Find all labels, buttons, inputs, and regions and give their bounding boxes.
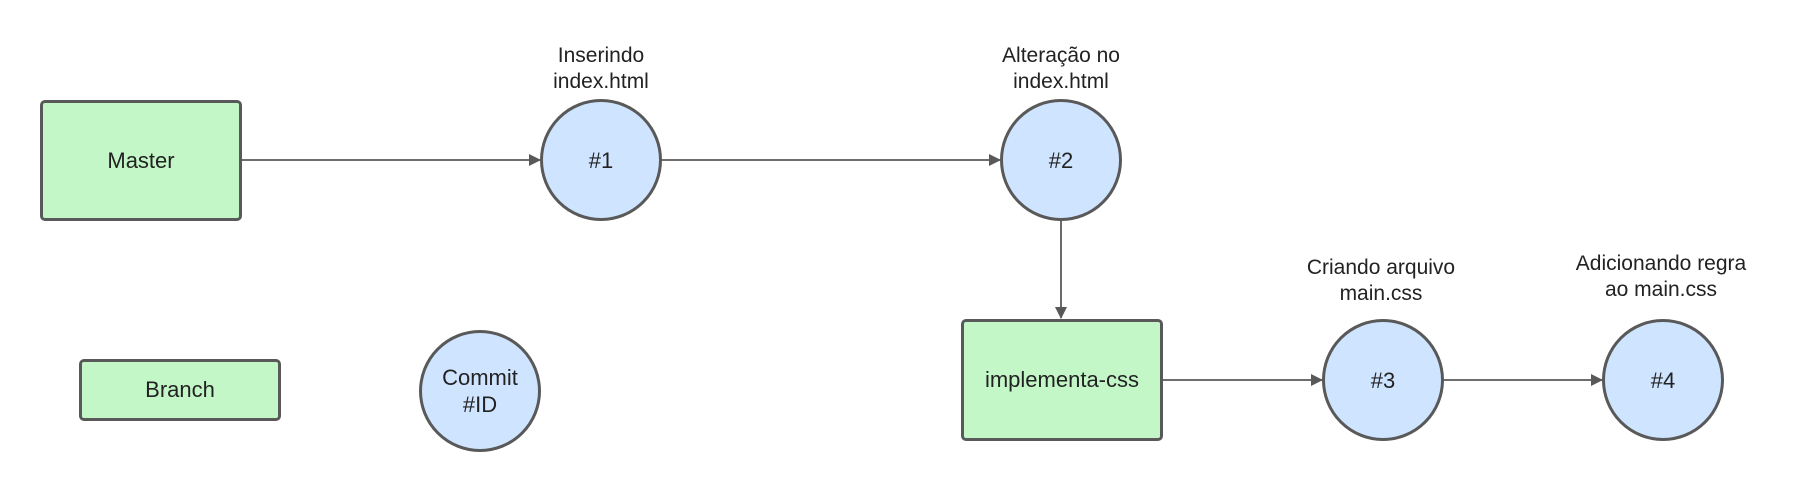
commit-node-3[interactable]: #3 [1322,319,1444,441]
commit-node-2[interactable]: #2 [1000,99,1122,221]
commit-node-1[interactable]: #1 [540,99,662,221]
commit-2-label: Alteração no index.html [1002,44,1120,93]
commit-1-label: Inserindo index.html [553,44,649,93]
commit-4-label: Adicionando regra ao main.css [1575,252,1747,301]
branch-node-master[interactable]: Master [40,100,242,221]
legend-branch: Branch [79,359,281,421]
commit-3-label: Criando arquivo main.css [1306,256,1456,305]
commit-node-4[interactable]: #4 [1602,319,1724,441]
branch-node-implementa-css[interactable]: implementa-css [961,319,1163,441]
legend-commit: Commit #ID [419,330,541,452]
